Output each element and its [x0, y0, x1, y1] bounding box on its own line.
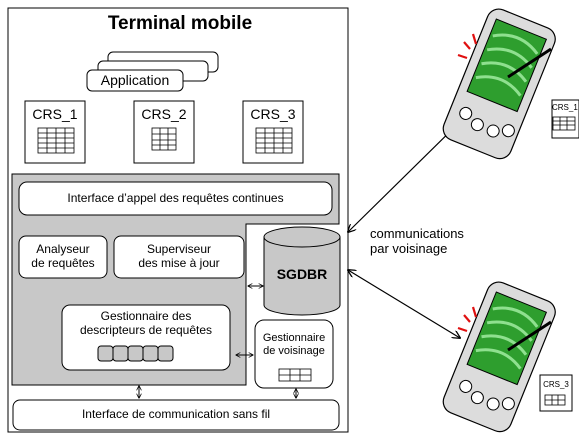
signal-icon-2	[457, 306, 478, 333]
neighborhood-manager-box	[254, 319, 334, 389]
stylus-1	[507, 47, 552, 79]
device-1-crs-grid	[552, 116, 576, 131]
application-label: Application	[100, 72, 170, 89]
query-analyzer-box	[18, 235, 108, 279]
crs-grid-2	[151, 127, 177, 151]
stylus-2	[507, 320, 552, 352]
neighborhood-manager-label: Gestionnaire de voisinage	[262, 332, 326, 357]
device-1-crs-card	[551, 99, 579, 139]
pda-device-1	[442, 8, 556, 160]
neighborhood-grid	[278, 368, 312, 382]
arrow-comm-device-2	[348, 270, 460, 338]
continuous-query-interface-label: Interface d’appel des requêtes continues	[67, 190, 284, 205]
application-stack	[86, 51, 219, 92]
device-1-crs-label: CRS_1	[552, 102, 578, 112]
communication-label: communications par voisinage	[370, 226, 464, 256]
terminal-title: Terminal mobile	[107, 13, 253, 35]
query-analyzer-label: Analyseur de requêtes	[31, 242, 95, 270]
query-descriptor-manager-label: Gestionnaire des descripteurs de requête…	[79, 309, 213, 337]
device-2-crs-label: CRS_3	[543, 379, 569, 389]
descriptor-slots	[97, 345, 174, 362]
signal-icon-1	[457, 33, 478, 60]
crs-grid-3	[255, 127, 293, 154]
pda-device-2	[442, 281, 556, 433]
wireless-interface-box	[12, 399, 340, 431]
crs-label-3: CRS_3	[250, 105, 296, 122]
dbms-label: SGDBR	[276, 265, 328, 282]
update-supervisor-box	[113, 235, 245, 279]
dbms-cylinder	[263, 226, 341, 316]
wireless-interface-label: Interface de communication sans fil	[81, 407, 271, 422]
crs-label-1: CRS_1	[32, 105, 78, 122]
crs-box-2	[133, 100, 195, 164]
continuous-query-interface-box	[18, 181, 333, 216]
crs-grid-1	[37, 127, 75, 154]
device-2-crs-grid	[544, 394, 566, 406]
update-supervisor-label: Superviseur des mise à jour	[138, 242, 220, 270]
crs-label-2: CRS_2	[141, 105, 187, 122]
